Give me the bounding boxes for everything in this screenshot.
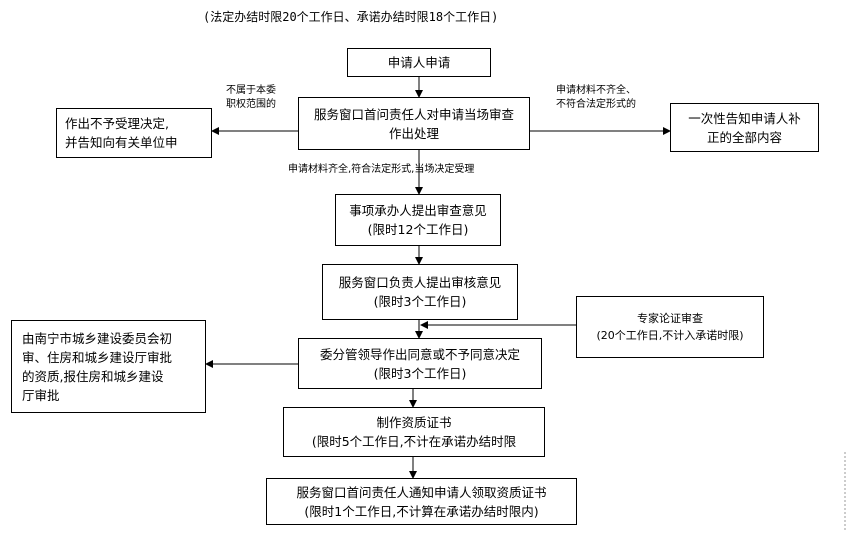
node-make-certificate: 制作资质证书 (限时5个工作日,不计在承诺办结时限 (283, 407, 545, 457)
edge-label-accepted: 申请材料齐全,符合法定形式,当场决定受理 (288, 164, 475, 175)
node-committee-decision: 委分管领导作出同意或不予同意决定 (限时3个工作日) (298, 338, 542, 389)
node-window-review: 服务窗口首问责任人对申请当场审查 作出处理 (298, 97, 530, 150)
node-notify-supplement: 一次性告知申请人补 正的全部内容 (670, 103, 819, 152)
node-expert-review: 专家论证审查 (20个工作日,不计入承诺时限) (576, 296, 764, 358)
time-limit-header: (法定办结时限20个工作日、承诺办结时限18个工作日) (203, 10, 499, 24)
node-notify-collect: 服务窗口首问责任人通知申请人领取资质证书 (限时1个工作日,不计算在承诺办结时限… (266, 478, 577, 525)
edge-label-incomplete: 申请材料不齐全、 不符合法定形式的 (556, 85, 636, 110)
node-reject: 作出不予受理决定, 并告知向有关单位申 (56, 108, 212, 158)
node-nanning-review: 由南宁市城乡建设委员会初 审、住房和城乡建设厅审批 的资质,报住房和城乡建设 厅… (11, 320, 206, 413)
node-window-head: 服务窗口负责人提出审核意见 (限时3个工作日) (322, 264, 518, 320)
node-handler-opinion: 事项承办人提出审查意见 (限时12个工作日) (335, 194, 501, 246)
node-apply: 申请人申请 (347, 48, 491, 77)
edge-label-not-in-scope: 不属于本委 职权范围的 (226, 85, 276, 110)
